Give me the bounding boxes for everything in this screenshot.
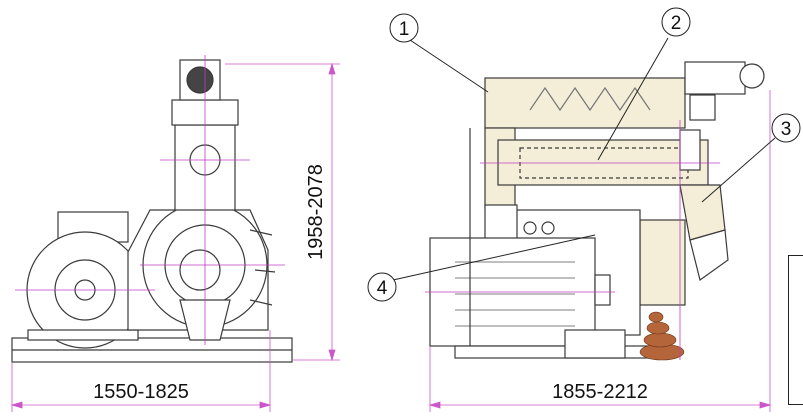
side-length-arrow-left [428, 401, 441, 409]
pellet-pile-top [648, 311, 664, 323]
pellet-pile-mid [643, 332, 677, 348]
callout-2-circle [661, 7, 691, 37]
callout-3-circle [771, 113, 801, 143]
callout-3-leader [701, 137, 776, 203]
feeder-screw-flight [529, 86, 651, 112]
callout-1-label: 1 [399, 19, 410, 40]
pellet-pile [639, 311, 685, 361]
height-arrow-bottom [328, 349, 336, 362]
front-view [11, 59, 293, 363]
callout-4-leader [392, 234, 596, 281]
callout-4-circle [367, 272, 397, 302]
callout-1-circle [389, 13, 419, 43]
front-die-center [179, 249, 221, 291]
front-width-arrow-left [10, 401, 23, 409]
feeder-drive-motor [684, 61, 746, 95]
side-center-lines [425, 120, 720, 360]
pellet-pile-mid-2 [646, 321, 670, 335]
front-feeder-fan [186, 66, 214, 94]
callout-1-leader [409, 39, 489, 93]
height-arrow-top [328, 62, 336, 75]
gearbox-bolt-2 [541, 221, 555, 235]
side-length-arrow-right [759, 401, 772, 409]
front-width-label: 1550-1825 [93, 381, 189, 403]
callout-bubbles [367, 7, 801, 302]
discharge-hopper [689, 229, 729, 282]
front-width-dimension [10, 330, 272, 412]
side-length-label: 1855-2212 [552, 381, 648, 403]
feeder-gearbox [689, 94, 716, 121]
conditioner-outlet [679, 129, 701, 171]
height-dimension-label: 1958-2078 [305, 164, 327, 260]
callout-2-leader [597, 37, 669, 161]
front-width-arrow-right [259, 401, 272, 409]
motor-shaft-end [594, 274, 611, 306]
gearbox-bolt-1 [523, 221, 537, 235]
height-dimension [225, 62, 340, 362]
front-bracket-2 [254, 269, 276, 273]
callout-2-label: 2 [671, 13, 682, 34]
motor-mount [564, 329, 626, 359]
legend-table-edge [788, 255, 803, 405]
feeder-drive-motor-end [739, 63, 765, 89]
front-bracket-3 [249, 299, 273, 306]
side-length-dimension [428, 90, 772, 412]
callout-3-label: 3 [781, 119, 792, 140]
front-bracket-1 [249, 229, 273, 236]
die-housing [639, 219, 686, 306]
side-view [429, 61, 765, 359]
callout-4-label: 4 [377, 278, 388, 299]
front-center-lines [15, 55, 285, 345]
front-motor-foot [27, 329, 139, 341]
